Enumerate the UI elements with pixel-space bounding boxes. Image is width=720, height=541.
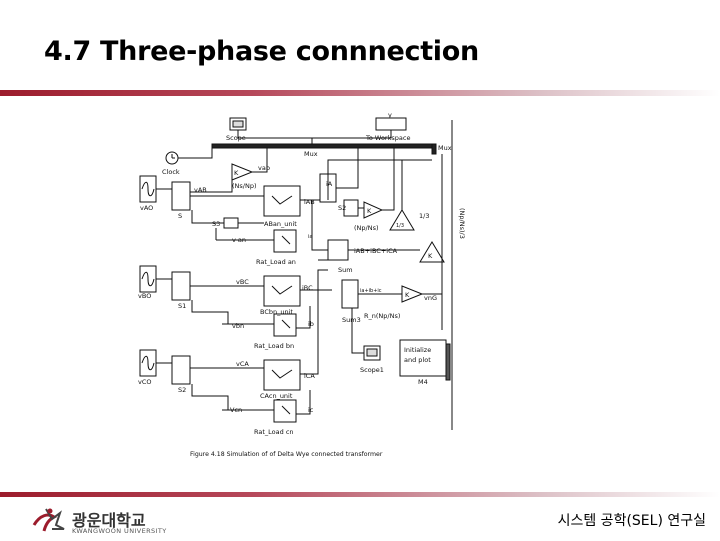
label-vcn: Vcn bbox=[230, 406, 242, 414]
label-k1: K bbox=[234, 169, 239, 177]
label-to-workspace: To Workspace bbox=[365, 134, 410, 142]
label-van: v an bbox=[232, 236, 246, 244]
footer-divider bbox=[0, 492, 720, 497]
switch-s3 bbox=[223, 217, 239, 229]
label-aban-unit: ABan_unit bbox=[264, 220, 297, 228]
gain-block-third bbox=[389, 209, 415, 231]
footer-lab-name: 시스템 공학(SEL) 연구실 bbox=[557, 513, 706, 529]
label-vco: vCO bbox=[138, 378, 152, 386]
label-one-third-b: 1/3 bbox=[396, 223, 404, 229]
gain-block-2 bbox=[363, 201, 384, 219]
label-cacn-unit: CAcn_unit bbox=[260, 392, 293, 400]
slide-title: 4.7 Three-phase connnection bbox=[44, 36, 479, 67]
label-vab: vab bbox=[258, 164, 270, 172]
switch-s1 bbox=[171, 271, 191, 301]
label-sum-expr2: ia+ib+ic bbox=[360, 288, 382, 294]
label-vng: vnG bbox=[424, 294, 437, 302]
label-rn-expr: R_n(Np/Ns) bbox=[364, 312, 400, 320]
label-ia-small: ia bbox=[308, 234, 312, 240]
label-vao: vAO bbox=[140, 204, 153, 212]
label-ic: ic bbox=[308, 406, 314, 414]
title-divider bbox=[0, 90, 720, 96]
label-ib: ib bbox=[308, 320, 314, 328]
cacn-unit-block bbox=[263, 359, 301, 391]
label-s3: S3 bbox=[212, 220, 220, 228]
label-iab: iAB bbox=[304, 198, 315, 206]
label-vca: vCA bbox=[236, 360, 249, 368]
label-m-file: M4 bbox=[418, 378, 428, 386]
label-mux-right: Mux bbox=[438, 144, 452, 152]
label-bcbn-unit: BCbn_unit bbox=[260, 308, 293, 316]
mux-right-block bbox=[431, 143, 437, 155]
mux-top-block bbox=[211, 143, 433, 149]
label-k2: K bbox=[367, 207, 372, 215]
label-y: y bbox=[388, 111, 392, 119]
label-vbo: vBO bbox=[138, 292, 151, 300]
label-np-ns: (Np/Ns) bbox=[354, 224, 379, 232]
university-logo: 광운대학교 KWANGWOON UNIVERSITY bbox=[30, 505, 180, 537]
sum3-block bbox=[341, 279, 359, 309]
label-scope1: Scope1 bbox=[360, 366, 384, 374]
gain-block-k3 bbox=[419, 241, 445, 263]
to-workspace-block bbox=[375, 117, 407, 131]
label-rat-load-bn: Rat_Load bn bbox=[254, 342, 294, 350]
rat-load-bn bbox=[273, 313, 297, 337]
figure-caption: Figure 4.18 Simulation of of Delta Wye c… bbox=[190, 451, 383, 458]
label-rat-load-an: Rat_Load an bbox=[256, 258, 296, 266]
label-vbn: vbn bbox=[232, 322, 244, 330]
label-vab-src: vAB bbox=[194, 186, 207, 194]
label-mux-top: Mux bbox=[304, 150, 318, 158]
initialize-block bbox=[399, 339, 447, 377]
label-vbc: vBC bbox=[236, 278, 249, 286]
label-np-ns-vert: (Np/Ns)/3 bbox=[458, 208, 466, 239]
label-sum: Sum bbox=[338, 266, 353, 274]
label-sum3: Sum3 bbox=[342, 316, 361, 324]
simulink-diagram-svg: Scope y To Workspace Mux Mux Clock K vab… bbox=[138, 111, 466, 458]
aban-unit-block bbox=[263, 185, 301, 217]
label-ica: iCA bbox=[304, 372, 315, 380]
university-emblem-icon bbox=[32, 508, 65, 532]
label-scope: Scope bbox=[226, 134, 246, 142]
sum-block-total bbox=[327, 239, 349, 261]
label-sum-expr: iAB+iBC+iCA bbox=[354, 247, 398, 255]
label-initialize: Initialize bbox=[404, 346, 431, 354]
label-ia-top: iA bbox=[326, 180, 333, 188]
label-clock: Clock bbox=[162, 168, 180, 176]
logo-english-text: KWANGWOON UNIVERSITY bbox=[72, 527, 167, 535]
label-s1: S1 bbox=[178, 302, 186, 310]
label-s2b: S2 bbox=[178, 386, 186, 394]
rat-load-cn bbox=[273, 399, 297, 423]
label-rat-load-cn: Rat_Load cn bbox=[254, 428, 294, 436]
label-s: S bbox=[178, 212, 182, 220]
logo-korean-text: 광운대학교 bbox=[72, 511, 146, 530]
bcbn-unit-block bbox=[263, 275, 301, 307]
label-s2: S2 bbox=[338, 204, 346, 212]
switch-s2 bbox=[171, 355, 191, 385]
simulink-diagram: Scope y To Workspace Mux Mux Clock K vab… bbox=[132, 100, 477, 465]
label-k4: K bbox=[405, 291, 410, 299]
label-one-third: 1/3 bbox=[419, 212, 429, 220]
label-k3: K bbox=[428, 252, 433, 260]
rat-load-an bbox=[273, 229, 297, 253]
label-ibc: iBC bbox=[302, 284, 313, 292]
switch-s bbox=[171, 181, 191, 211]
label-ns-np: (Ns/Np) bbox=[232, 182, 257, 190]
label-and-plot: and plot bbox=[404, 356, 431, 364]
